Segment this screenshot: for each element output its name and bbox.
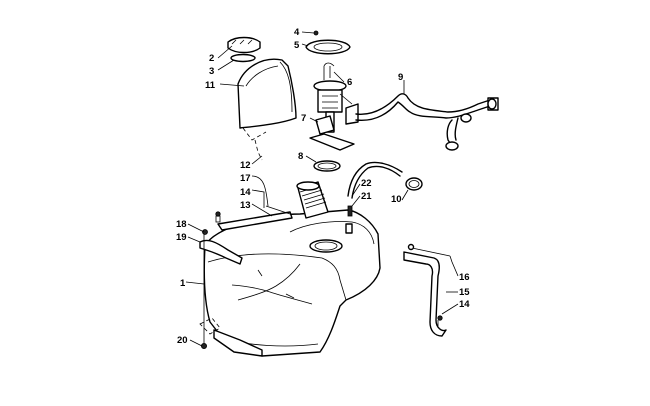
callout-13: 13 <box>240 200 251 211</box>
callout-8: 8 <box>298 151 303 162</box>
right-tank-strap <box>403 243 451 337</box>
fuel-pump <box>309 62 359 151</box>
callout-6: 6 <box>347 77 352 88</box>
callout-16: 16 <box>459 272 470 283</box>
callout-21: 21 <box>361 191 372 202</box>
callout-18: 18 <box>176 219 187 230</box>
callout-labels: 2 3 11 4 5 6 7 8 9 10 12 17 14 13 18 19 … <box>176 27 470 346</box>
filler-neck <box>296 181 329 219</box>
callout-22: 22 <box>361 178 372 189</box>
callout-12: 12 <box>240 160 251 171</box>
callout-11: 11 <box>205 80 216 91</box>
tank-shield <box>237 58 297 161</box>
leader-lines <box>185 31 459 347</box>
callout-20: 20 <box>177 335 188 346</box>
hose-clamp <box>405 177 423 191</box>
fuel-hose-assembly <box>355 93 499 151</box>
callout-4: 4 <box>294 27 300 38</box>
o-ring <box>313 160 341 172</box>
callout-14a: 14 <box>240 187 251 198</box>
vent-hose <box>347 161 403 217</box>
callout-1: 1 <box>180 278 186 289</box>
callout-17: 17 <box>240 173 251 184</box>
callout-10: 10 <box>391 194 402 205</box>
callout-3: 3 <box>209 66 214 77</box>
fuel-tank <box>203 209 381 357</box>
callout-2: 2 <box>209 53 214 64</box>
callout-9: 9 <box>398 72 403 83</box>
callout-7: 7 <box>301 113 306 124</box>
left-tank-strap <box>199 205 293 265</box>
pump-flange <box>305 30 351 55</box>
callout-15: 15 <box>459 287 470 298</box>
callout-5: 5 <box>294 40 300 51</box>
fuel-cap <box>227 36 261 63</box>
callout-14b: 14 <box>459 299 470 310</box>
callout-19: 19 <box>176 232 187 243</box>
